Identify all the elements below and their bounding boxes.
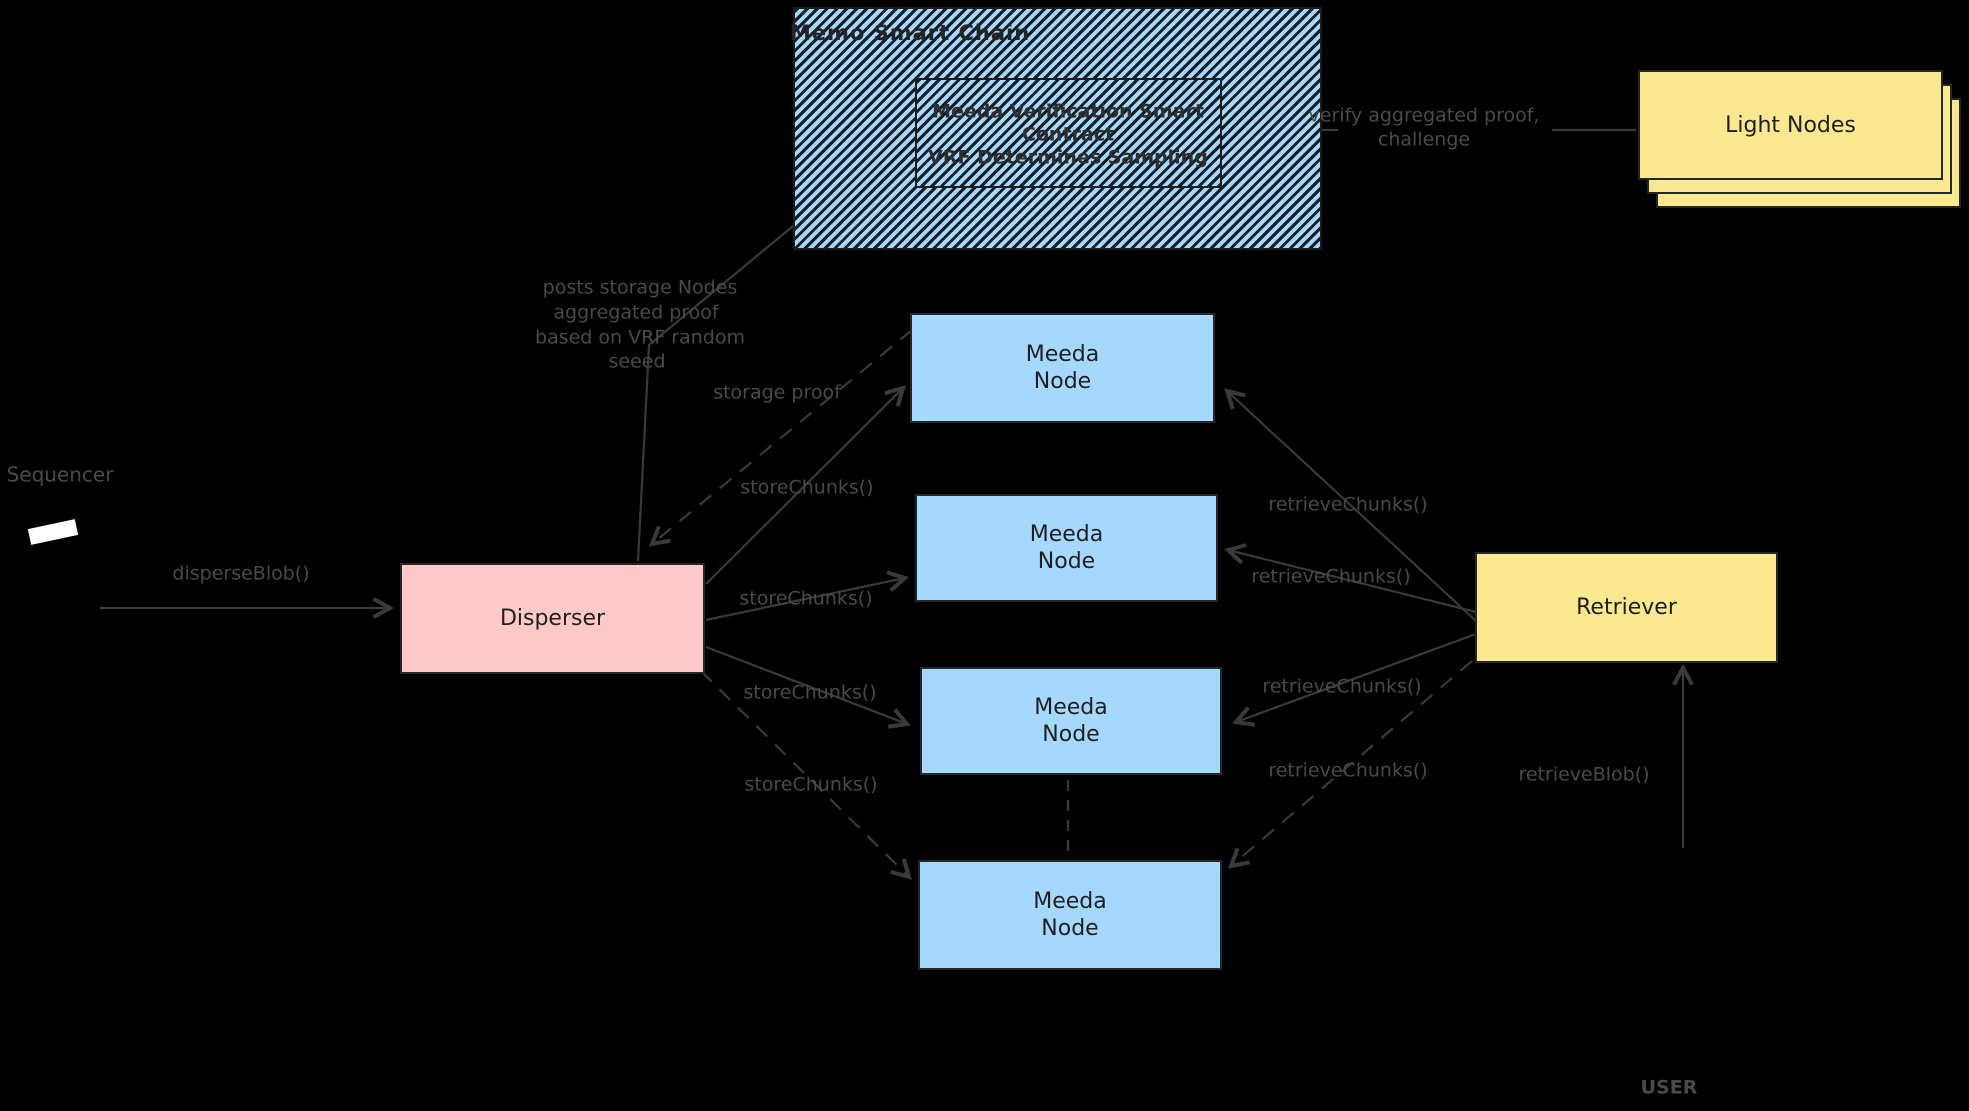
retriever-label: Retriever — [1576, 595, 1677, 620]
memo-smart-chain-title: Memo Smart Chain — [789, 21, 1031, 45]
contract-label-line3: VRF Determines Sampling — [928, 146, 1208, 169]
store-chunks-label-3: storeChunks() — [743, 681, 877, 704]
contract-label-line2: Contract — [1021, 123, 1115, 146]
retrieve-chunks-label-2: retrieveChunks() — [1251, 565, 1411, 588]
retrieve-chunks-label-1: retrieveChunks() — [1268, 493, 1428, 516]
meeda-node-3-label-line1: Meeda — [1034, 695, 1108, 720]
store-chunks-label-1: storeChunks() — [740, 476, 874, 499]
user-label: USER — [1640, 1076, 1698, 1099]
store-chunks-label-4: storeChunks() — [744, 773, 878, 796]
disperser-label: Disperser — [499, 606, 606, 631]
meeda-node-box-4: Meeda Node — [918, 860, 1222, 970]
retrieve-chunks-label-4: retrieveChunks() — [1268, 759, 1428, 782]
sequencer-icon — [27, 519, 79, 545]
retriever-box: Retriever — [1475, 552, 1778, 663]
verify-label-line2: challenge — [1377, 128, 1471, 151]
meeda-node-box-1: Meeda Node — [910, 313, 1215, 423]
contract-label-line1: Meeda Verification Smart — [932, 100, 1204, 123]
arrow-storage-proof — [652, 329, 913, 544]
posts-proof-label-line1: posts storage Nodes — [542, 276, 738, 299]
sequencer-label: Sequencer — [6, 462, 114, 487]
meeda-node-4-label-line1: Meeda — [1033, 889, 1107, 914]
meeda-node-1-label-line1: Meeda — [1025, 342, 1100, 367]
retrieve-blob-label: retrieveBlob() — [1518, 763, 1650, 786]
disperse-blob-label: disperseBlob() — [172, 562, 310, 585]
verify-label-line1: verify aggregated proof, — [1308, 104, 1540, 127]
store-chunks-label-2: storeChunks() — [739, 587, 873, 610]
light-nodes-label: Light Nodes — [1725, 112, 1856, 138]
meeda-node-3-label-line2: Node — [1042, 722, 1100, 747]
retrieve-chunks-label-3: retrieveChunks() — [1262, 675, 1422, 698]
verification-contract-box — [915, 78, 1222, 188]
meeda-node-4-label-line2: Node — [1041, 916, 1099, 941]
posts-proof-label-line3: based on VRF random — [535, 326, 745, 349]
posts-proof-label-line4: seeed — [608, 350, 666, 373]
storage-proof-label: storage proof — [713, 381, 841, 404]
meeda-node-box-2: Meeda Node — [915, 494, 1218, 602]
meeda-node-box-3: Meeda Node — [920, 667, 1222, 775]
light-nodes-box: Light Nodes — [1638, 70, 1943, 180]
meeda-node-1-label-line2: Node — [1033, 369, 1092, 394]
meeda-node-2-label-line1: Meeda — [1029, 522, 1104, 547]
meeda-node-2-label-line2: Node — [1037, 549, 1096, 574]
disperser-box: Disperser — [400, 563, 705, 674]
posts-proof-label-line2: aggregated proof — [553, 301, 719, 324]
